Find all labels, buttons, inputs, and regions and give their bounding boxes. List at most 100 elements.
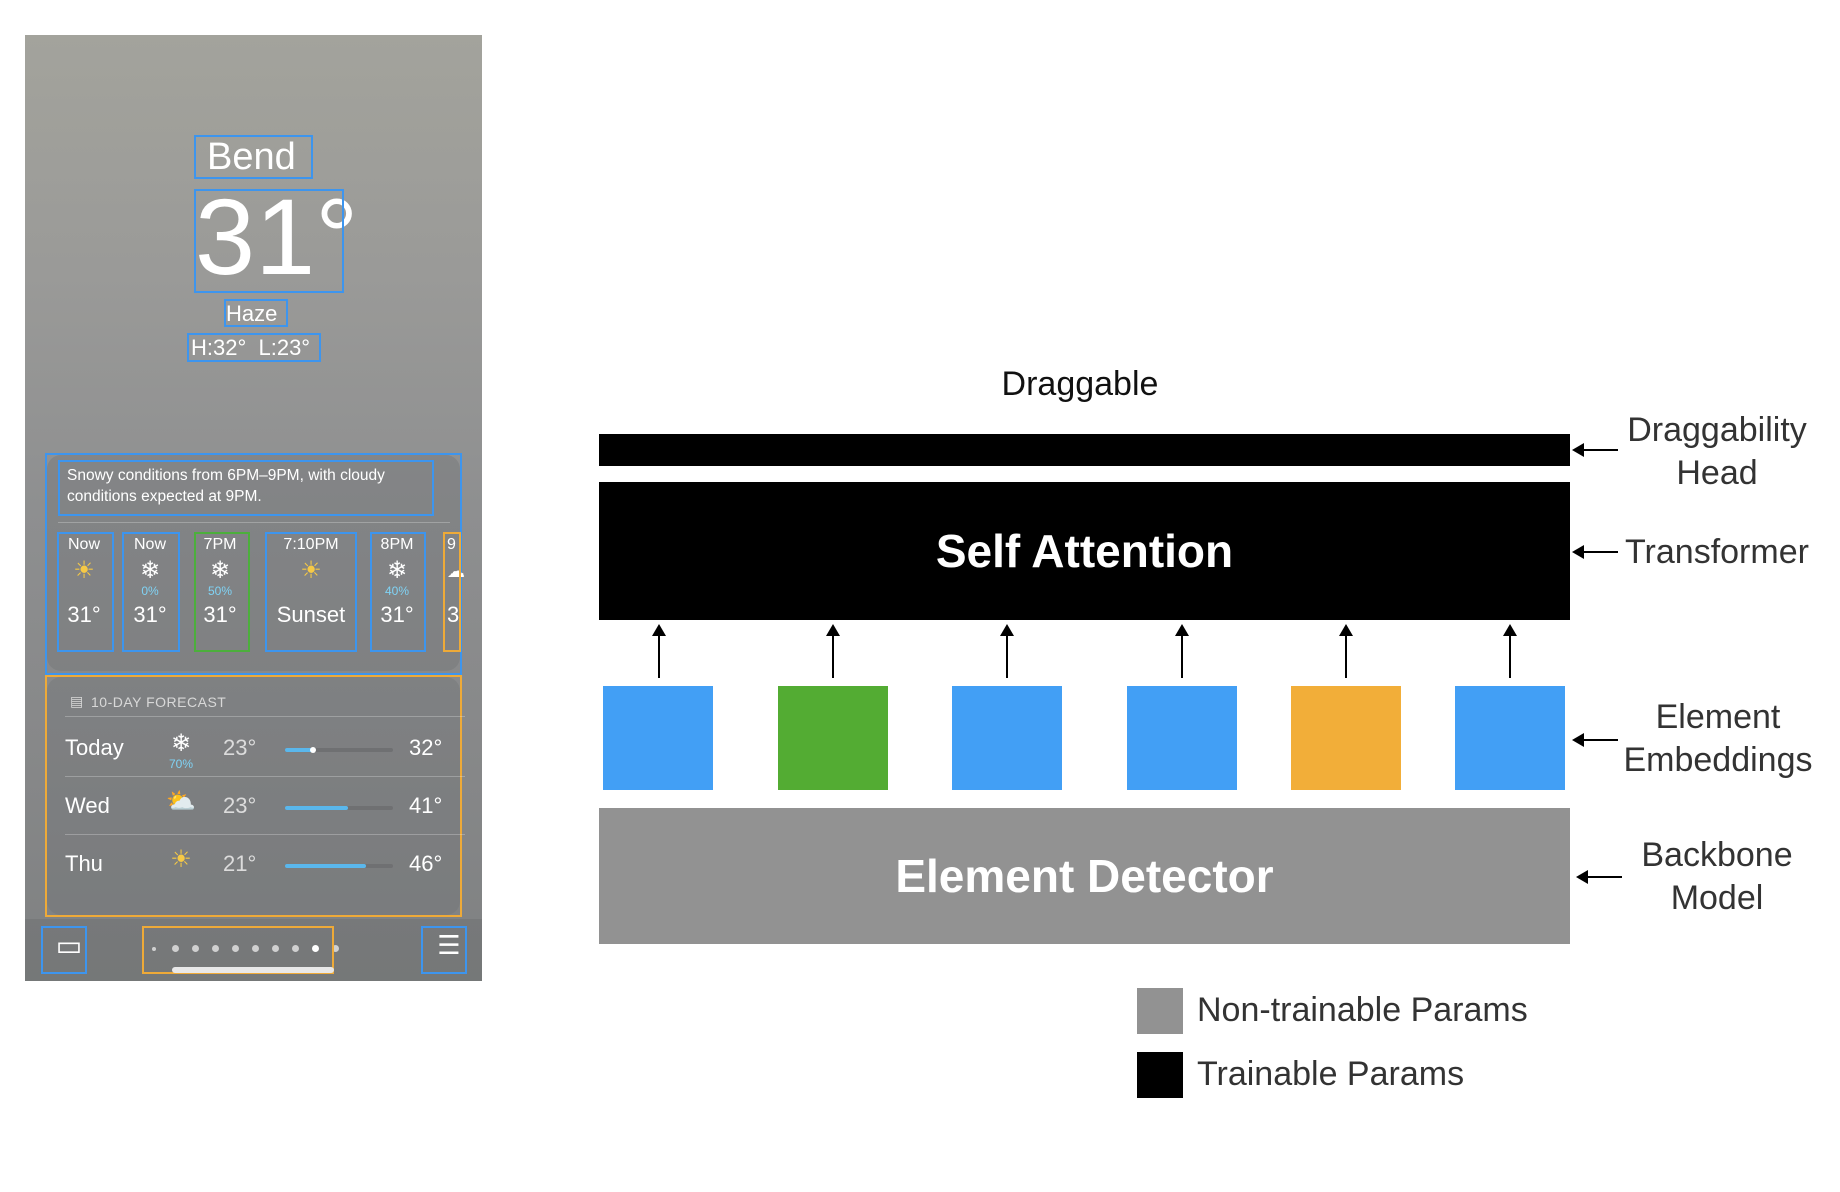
hourly-item: 8PM ❄ 40% 31° (370, 530, 424, 628)
page-indicator[interactable] (152, 943, 339, 955)
page-dot[interactable] (272, 945, 279, 952)
hourly-time: Now (133, 536, 166, 553)
map-icon[interactable]: ▭ (55, 930, 83, 961)
element-embedding (1127, 686, 1237, 790)
forecast-day: Thu (65, 851, 103, 876)
sun-icon: ☀ (170, 846, 192, 873)
page-indicator-box (142, 926, 334, 974)
element-embedding (603, 686, 713, 790)
page-dot[interactable] (332, 945, 339, 952)
home-indicator (172, 967, 334, 973)
partly-sunny-icon: ⛅ (166, 788, 196, 815)
element-embedding (1291, 686, 1401, 790)
forecast-low: 23° (223, 735, 257, 760)
legend-label-trainable: Trainable Params (1197, 1055, 1465, 1093)
element-embedding (1455, 686, 1565, 790)
hourly-item: 7PM ❄ 50% 31° (193, 530, 247, 628)
snowflake-icon: ❄ (209, 557, 231, 584)
high-low-label: H:32° L:23° (191, 335, 311, 360)
forecast-high: 32° (409, 735, 443, 760)
hourly-temp: 31° (133, 602, 167, 627)
summary-divider (58, 522, 450, 523)
hourly-temp: 3 (447, 602, 460, 627)
page-dot[interactable] (152, 947, 156, 951)
hourly-time: 7:10PM (283, 536, 339, 553)
hourly-item-box (122, 532, 180, 652)
hourly-time: 7PM (203, 536, 237, 553)
city-name-box (194, 135, 313, 179)
hourly-time: 9 (447, 536, 456, 553)
snowflake-icon: ❄ (139, 557, 161, 584)
draggability-head-label: Draggability Head (1627, 411, 1807, 492)
legend-swatch-non-trainable (1137, 988, 1183, 1034)
hourly-time: 8PM (380, 536, 414, 553)
left-arrow (1572, 443, 1618, 457)
forecast-high: 46° (409, 851, 443, 876)
hourly-precip: 0% (141, 584, 159, 598)
page-dot[interactable] (192, 945, 199, 952)
temp-range-fill (285, 748, 316, 752)
forecast-divider (65, 716, 465, 717)
left-arrow (1572, 545, 1618, 559)
left-arrow (1576, 870, 1622, 884)
page-dot[interactable] (172, 945, 179, 952)
list-button-box (421, 926, 467, 974)
snowflake-icon: ❄ (170, 730, 192, 757)
hourly-temp: 31° (380, 602, 414, 627)
transformer-block-label: Self Attention (935, 525, 1234, 577)
list-icon[interactable]: ☰ (437, 930, 461, 960)
snowflake-icon: ❄ (386, 557, 408, 584)
hourly-card (47, 455, 460, 671)
hourly-item-box (57, 532, 114, 652)
page-dot-active[interactable] (312, 945, 319, 952)
forecast-day: Wed (65, 793, 110, 818)
page-dot[interactable] (292, 945, 299, 952)
condition-label: Haze (226, 301, 278, 326)
condition-box (224, 299, 288, 327)
temp-range-fill (285, 806, 348, 810)
element-embedding (952, 686, 1062, 790)
hourly-item: Now ☀ 31° (57, 530, 111, 628)
forecast-row: Thu ☀ 21° 46° (65, 835, 465, 893)
page-dot[interactable] (212, 945, 219, 952)
backbone-model-label: Backbone Model (1641, 836, 1793, 917)
conditions-summary: Snowy conditions from 6PM–9PM, with clou… (67, 467, 385, 505)
element-embedding (778, 686, 888, 790)
output-label: Draggable (1001, 365, 1159, 403)
hourly-temp: 31° (67, 602, 101, 627)
temp-range-bar (285, 747, 393, 753)
summary-box (58, 460, 434, 516)
forecast-high: 41° (409, 793, 443, 818)
hourly-item-box-partial (443, 532, 461, 652)
up-arrow (826, 624, 840, 678)
forecast-day: Today (65, 735, 124, 760)
temp-range-fill (285, 864, 366, 868)
forecast-divider (65, 776, 465, 777)
hourly-card-box (45, 453, 462, 675)
phone-screenshot: Bend 31° Haze H:32° L:23° Snowy conditio… (25, 35, 482, 981)
forecast-low: 21° (223, 851, 257, 876)
page-dot[interactable] (252, 945, 259, 952)
temp-range-bar (285, 806, 393, 810)
hourly-precip: 50% (207, 584, 233, 598)
backbone-block-label: Element Detector (895, 850, 1274, 902)
forecast-divider (65, 834, 465, 835)
sunset-icon: ☀ (300, 557, 322, 584)
transformer-block: Self Attention (599, 482, 1570, 620)
element-embeddings-label: Element Embeddings (1623, 698, 1813, 779)
current-temp-dot (310, 747, 317, 753)
hourly-temp: Sunset (276, 602, 346, 627)
left-arrow (1572, 733, 1618, 747)
forecast-card-box (45, 675, 462, 917)
up-arrow (1000, 624, 1014, 678)
hourly-item-box (370, 532, 426, 652)
up-arrow (1339, 624, 1353, 678)
forecast-card (47, 677, 460, 915)
legend-label-non-trainable: Non-trainable Params (1197, 991, 1528, 1029)
current-temperature: 31° (195, 176, 359, 297)
forecast-low: 23° (223, 793, 257, 818)
hourly-item-box-highlight (194, 532, 250, 652)
backbone-block: Element Detector (599, 808, 1570, 944)
forecast-row: Wed ⛅ 23° 41° (65, 777, 465, 835)
page-dot[interactable] (232, 945, 239, 952)
